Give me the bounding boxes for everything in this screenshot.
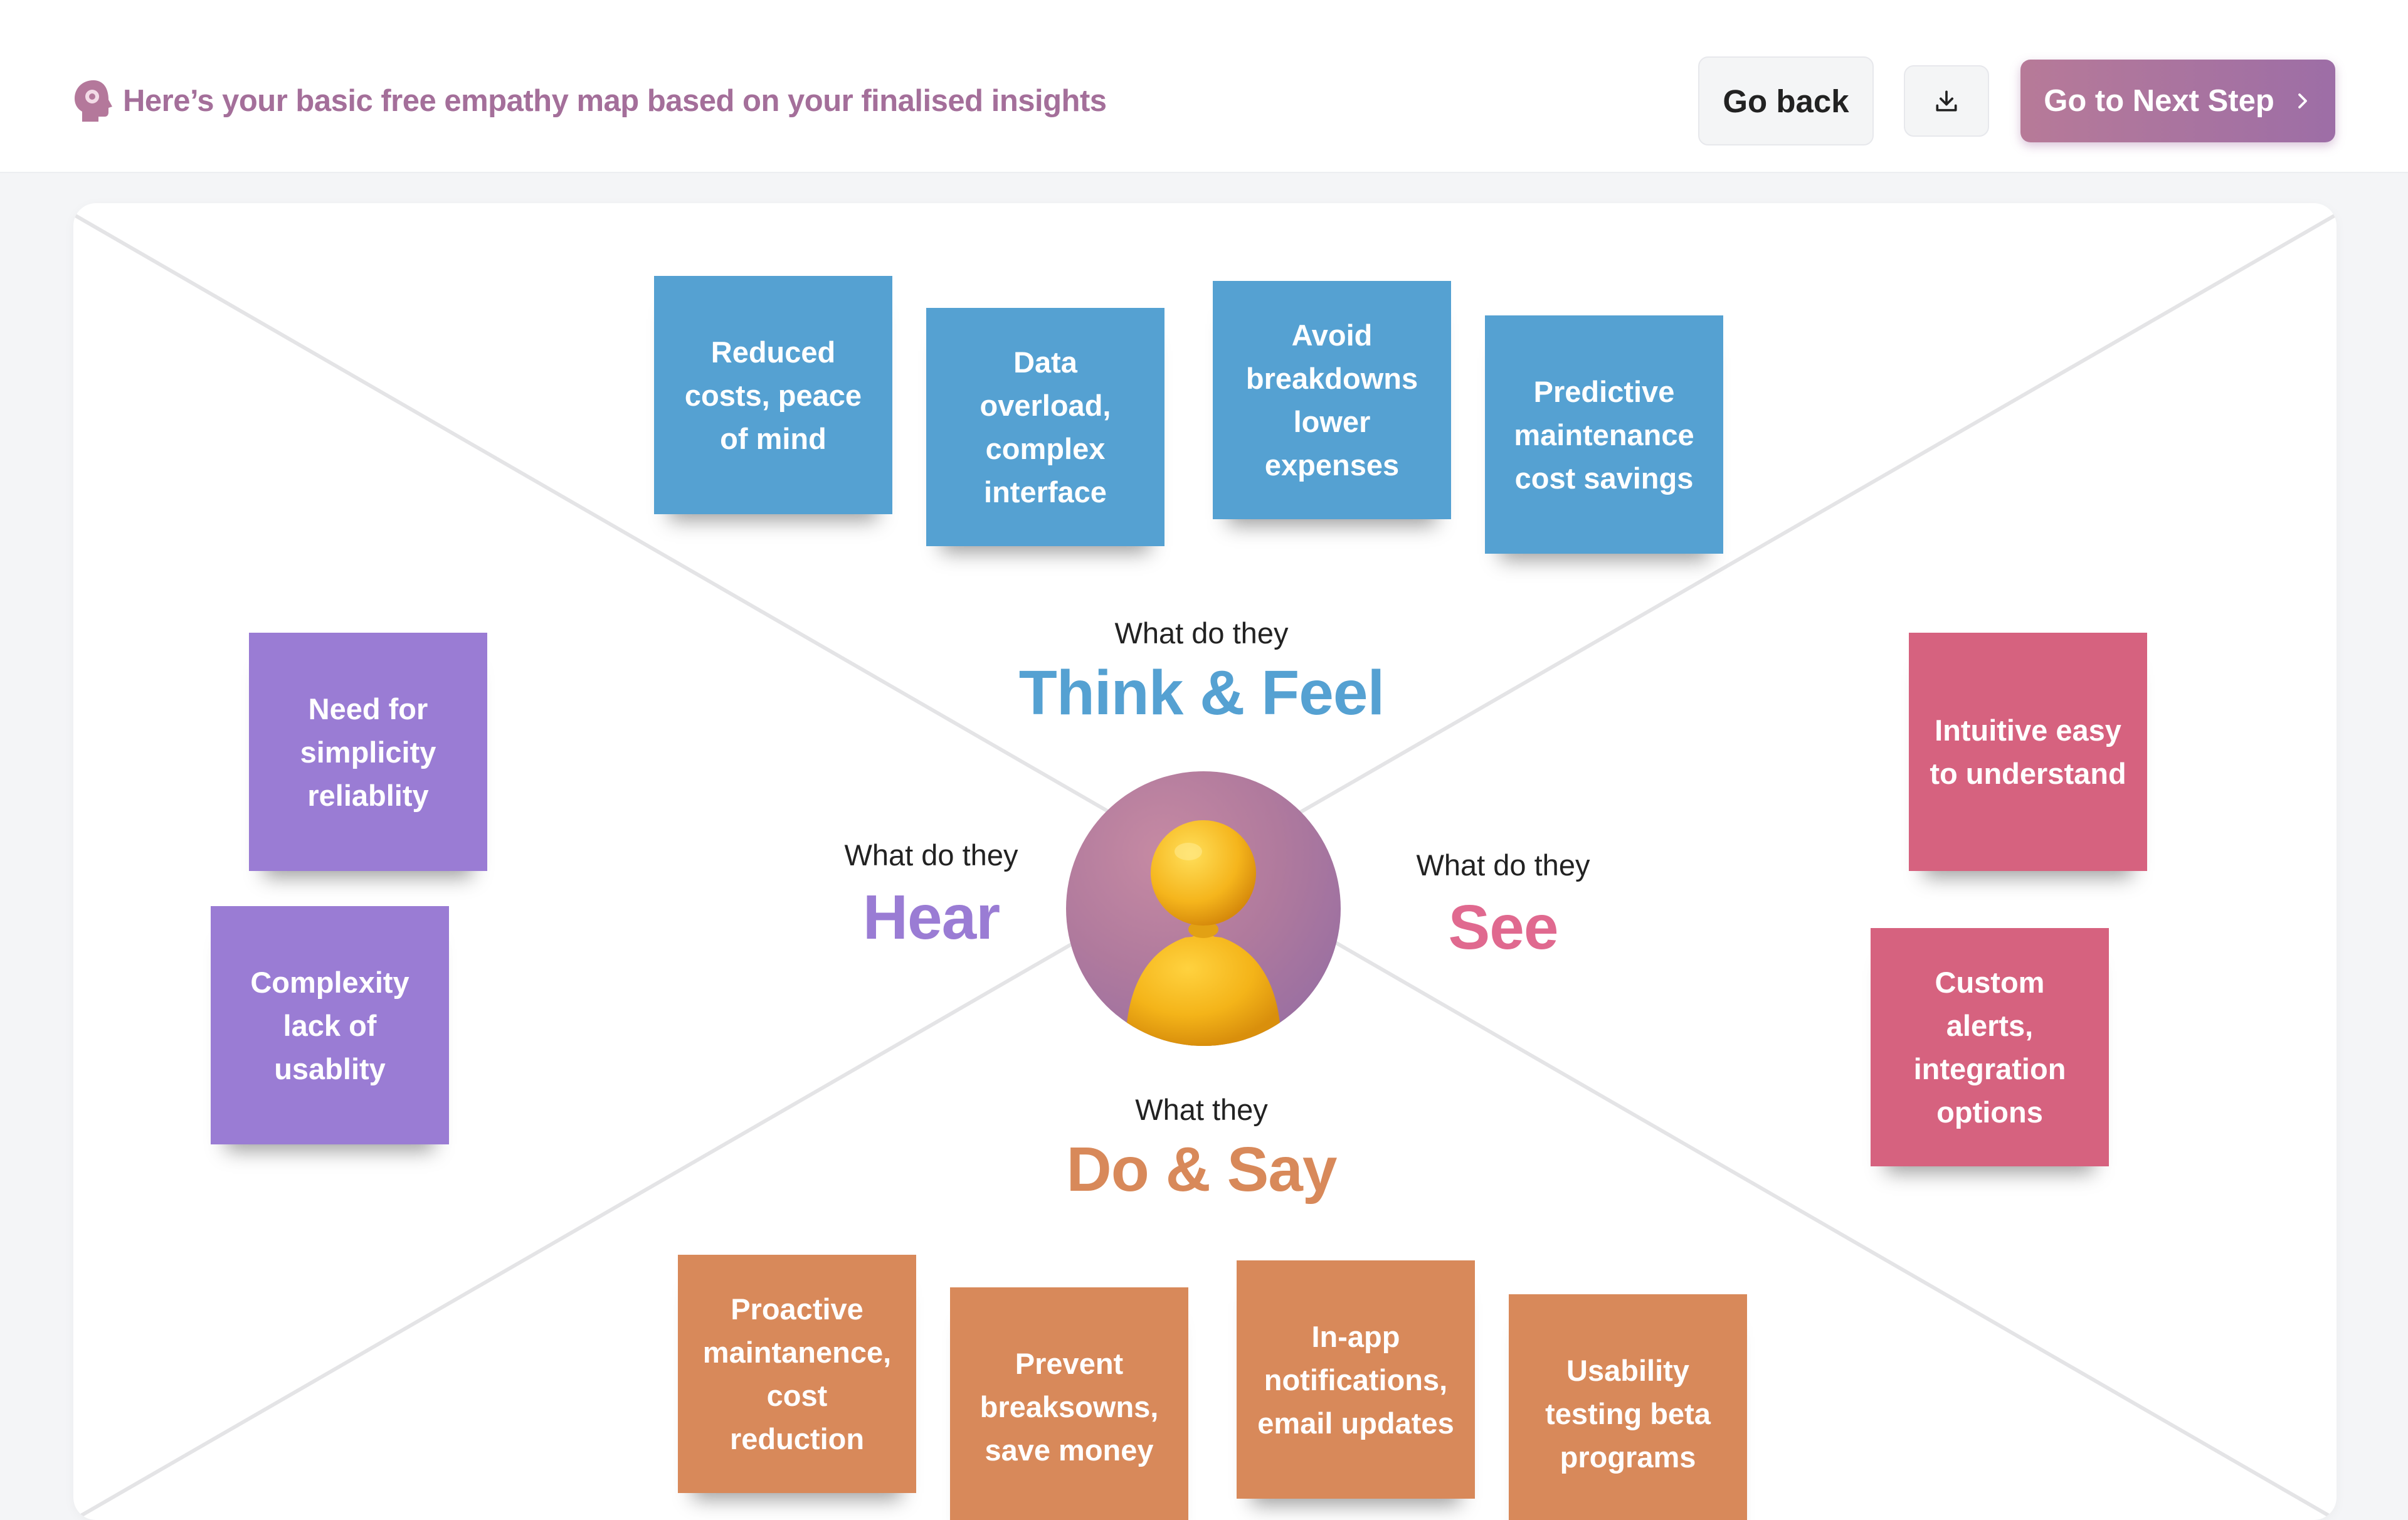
think-feel-note[interactable]: Predictive maintenance cost savings [1485, 315, 1723, 554]
chevron-right-icon [2298, 93, 2307, 108]
person-figure-icon [1126, 820, 1281, 1046]
think-feel-note[interactable]: Data overload, complex interface [926, 308, 1164, 546]
hear-note[interactable]: Complexity lack of usablity [211, 906, 449, 1144]
think-feel-prompt: What do they [1114, 616, 1289, 650]
head-brain-icon [75, 80, 112, 122]
avatar [1066, 771, 1341, 1046]
go-back-button[interactable]: Go back [1698, 56, 1874, 145]
next-step-label: Go to Next Step [2044, 84, 2274, 118]
top-bar: Here’s your basic free empathy map based… [0, 0, 2408, 173]
think-feel-heading: Think & Feel [1018, 658, 1385, 728]
hear-note[interactable]: Need for simplicity reliablity [249, 633, 487, 871]
do-say-note[interactable]: Prevent breaksowns, save money [950, 1287, 1188, 1520]
hear-prompt: What do they [844, 838, 1018, 872]
do-say-note[interactable]: Proactive maintanence, cost reduction [678, 1255, 916, 1493]
think-feel-note[interactable]: Reduced costs, peace of mind [654, 276, 892, 514]
download-button[interactable] [1904, 65, 1989, 137]
hear-heading: Hear [862, 882, 1000, 953]
page-title: Here’s your basic free empathy map based… [123, 84, 1107, 118]
see-heading: See [1448, 892, 1559, 963]
see-note[interactable]: Intuitive easy to understand [1909, 633, 2147, 871]
do-say-prompt: What they [1135, 1093, 1268, 1126]
do-say-note[interactable]: In-app notifications, email updates [1237, 1260, 1475, 1499]
do-say-note[interactable]: Usability testing beta programs [1509, 1294, 1747, 1520]
next-step-button[interactable]: Go to Next Step [2020, 60, 2335, 142]
download-icon [1936, 90, 1957, 112]
see-note[interactable]: Custom alerts, integration options [1871, 928, 2109, 1166]
think-feel-note[interactable]: Avoid breakdowns lower expenses [1213, 281, 1451, 519]
see-prompt: What do they [1416, 848, 1590, 882]
do-say-heading: Do & Say [1066, 1134, 1337, 1205]
